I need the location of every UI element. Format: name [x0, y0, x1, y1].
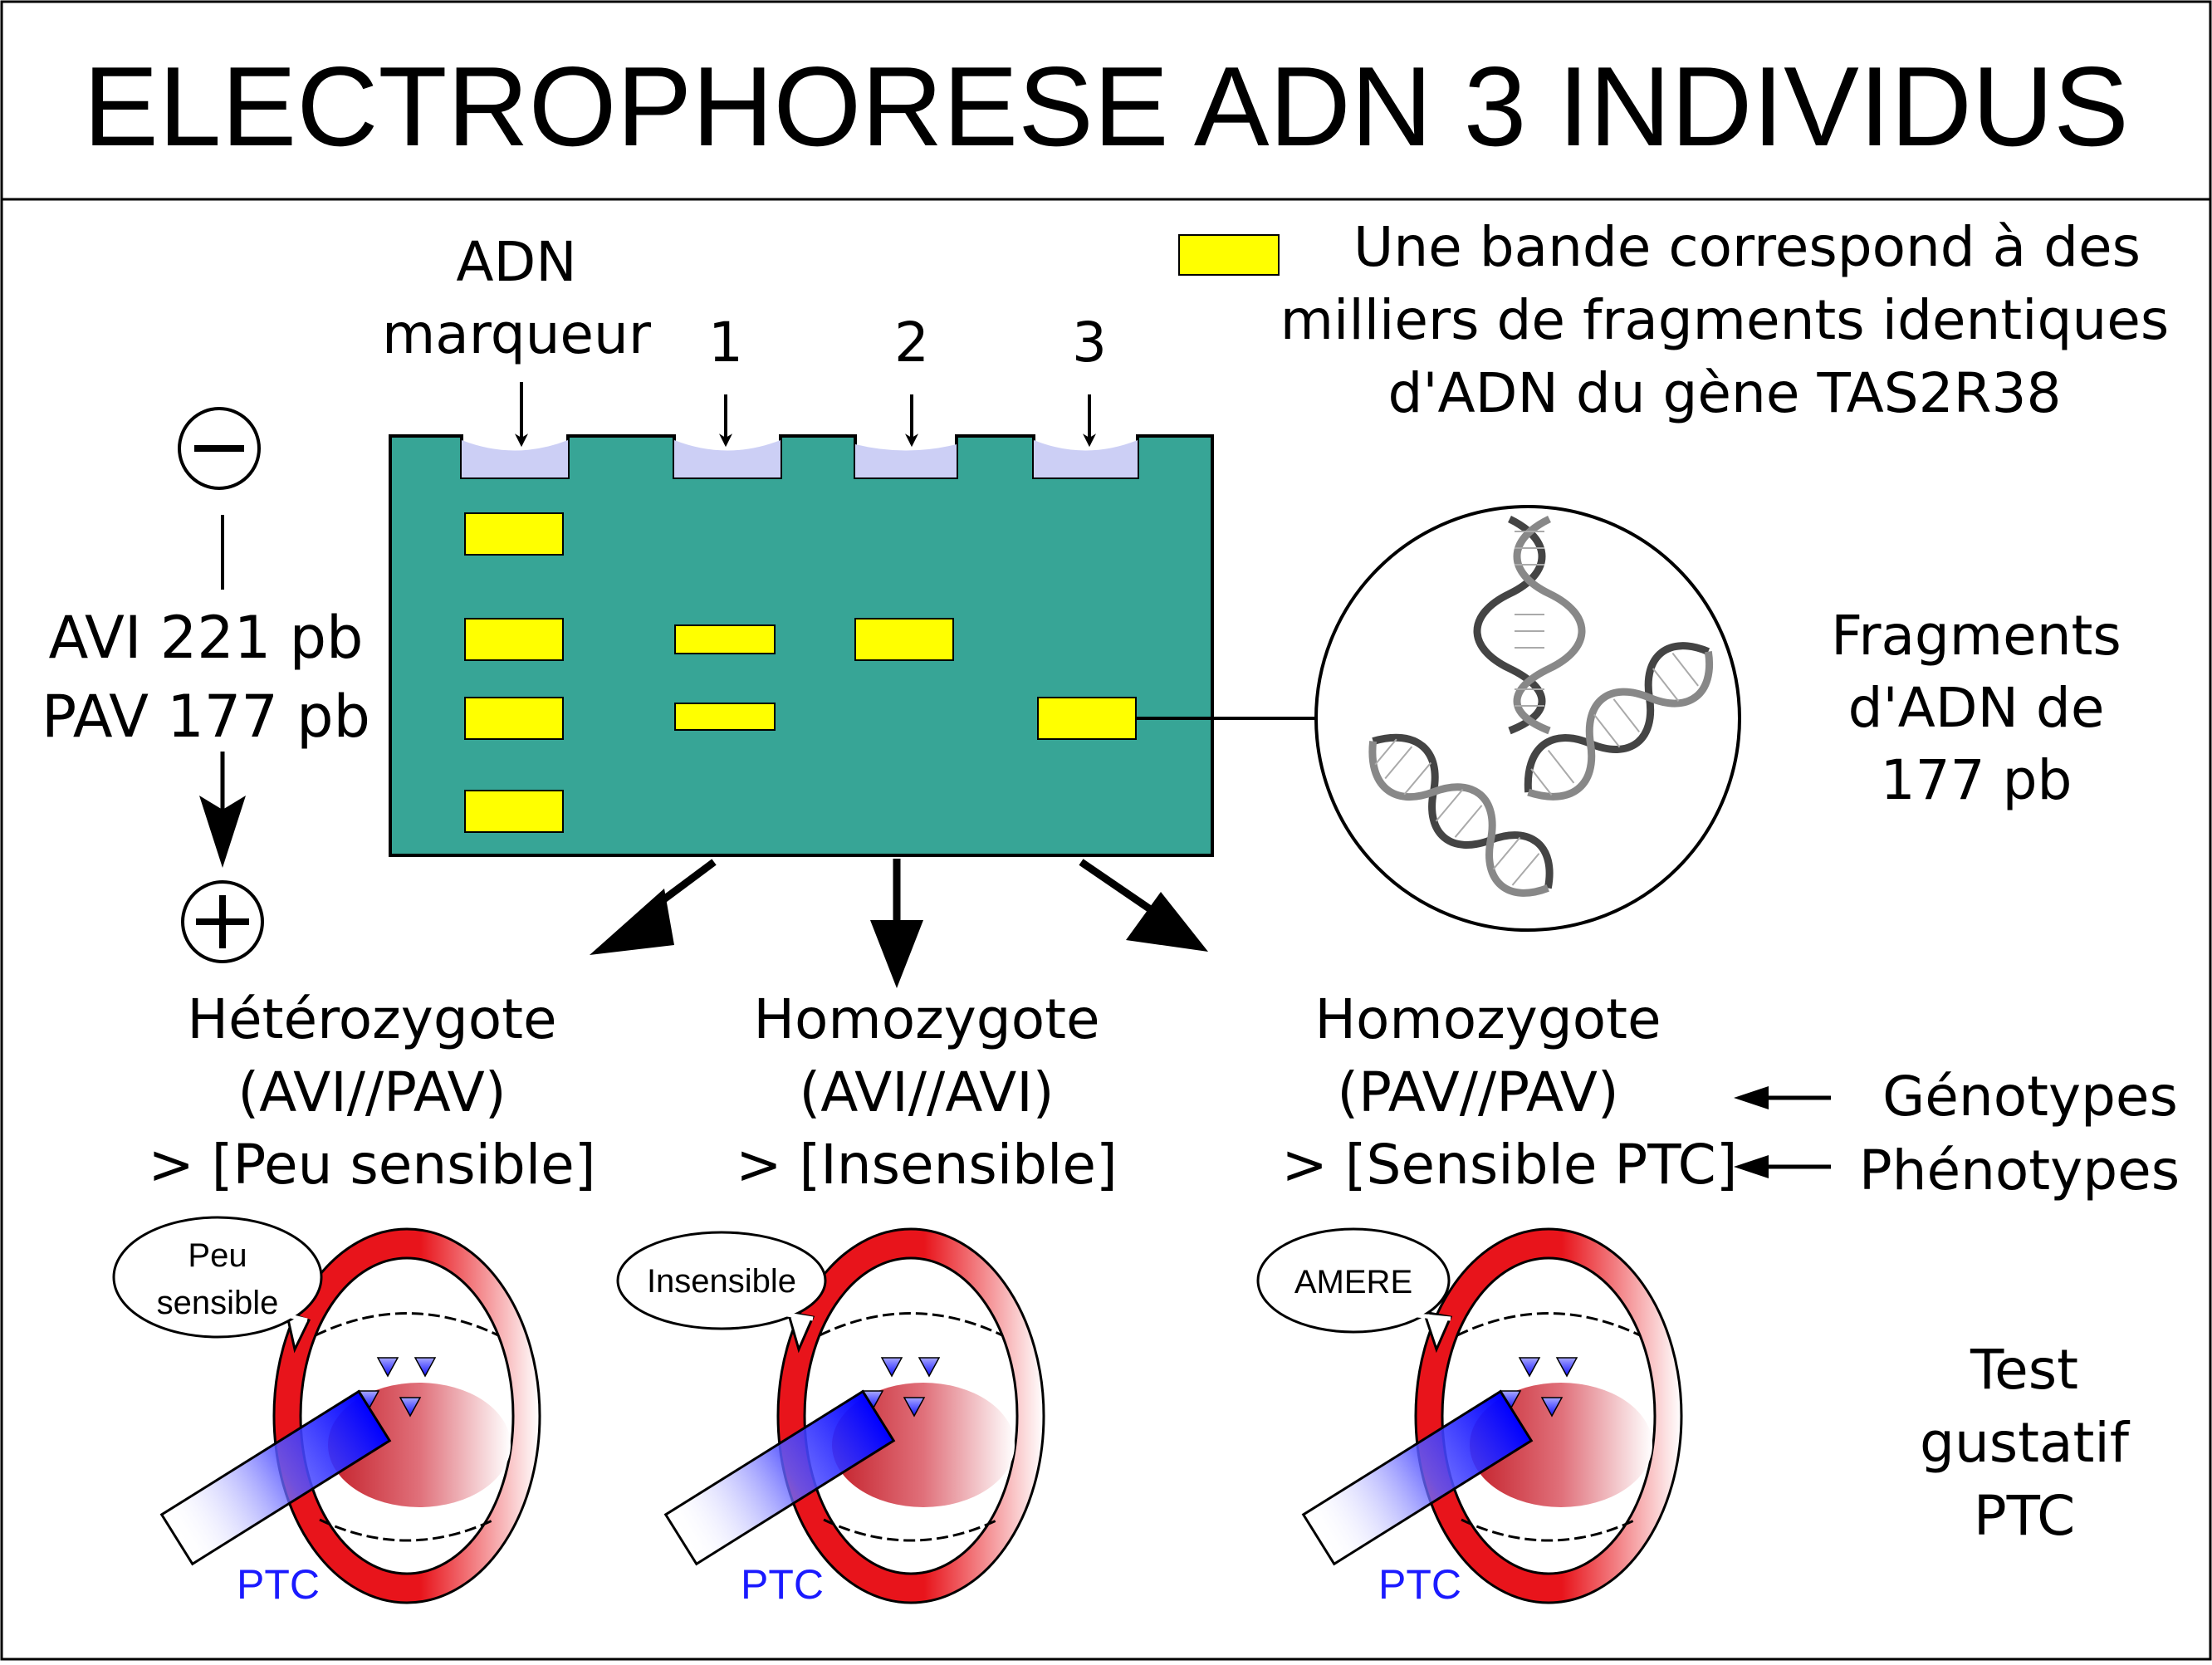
bubble-1-line-1: Peu	[188, 1237, 247, 1274]
bubble-1-line-2: sensible	[157, 1285, 279, 1321]
fragments-line-2: d'ADN de	[1848, 676, 2105, 740]
lane-2-label: 2	[894, 311, 929, 375]
dna-helix-icon	[1524, 642, 1714, 801]
ind3-line-1: Homozygote	[1314, 987, 1661, 1051]
legend-line-2: milliers de fragments identiques	[1280, 288, 2170, 352]
ptc-drops	[357, 1357, 437, 1418]
taste-test-1: PTC Peu sensible	[112, 1216, 541, 1608]
marker-band-pav	[464, 697, 564, 740]
fragments-line-3: 177 pb	[1881, 748, 2073, 812]
lane-2-band-avi	[854, 618, 954, 661]
dna-helix-icon	[1368, 733, 1554, 897]
speech-bubble-2: Insensible	[616, 1231, 827, 1354]
fragments-line-1: Fragments	[1831, 604, 2121, 668]
lane-1-band-avi	[674, 624, 776, 654]
marker-label-line-2: marqueur	[382, 302, 652, 366]
ptc-drops	[1499, 1357, 1578, 1418]
arrow-to-individual-2	[870, 920, 923, 988]
individual-texts: Hétérozygote (AVI//PAV) > [Peu sensible]…	[148, 987, 1737, 1197]
bubble-2-text: Insensible	[647, 1263, 796, 1300]
marker-well	[462, 440, 568, 477]
legend-line-3: d'ADN du gène TAS2R38	[1387, 361, 2061, 425]
lane-1-well	[674, 440, 781, 477]
genotypes-label: Génotypes	[1882, 1065, 2178, 1129]
dna-helix-icon	[1473, 515, 1586, 735]
migration-arrow-head	[199, 796, 246, 868]
lane-1-band-pav	[674, 703, 776, 731]
marker-band-avi	[464, 618, 564, 661]
well-arrows	[515, 382, 1096, 448]
speech-bubble-3: AMERE	[1256, 1227, 1453, 1354]
ind1-line-3: > [Peu sensible]	[148, 1133, 595, 1197]
mouth-icon	[272, 1227, 541, 1604]
ind2-line-2: (AVI//AVI)	[799, 1060, 1054, 1124]
bubble-3-text: AMERE	[1294, 1264, 1412, 1300]
ind2-line-1: Homozygote	[753, 987, 1099, 1051]
phenotypes-arrowhead	[1734, 1155, 1769, 1178]
taste-test-3: PTC AMERE	[1256, 1227, 1683, 1608]
ptc-strip	[1301, 1389, 1534, 1566]
ptc-label-1: PTC	[237, 1561, 320, 1608]
ind3-line-2: (PAV//PAV)	[1337, 1060, 1618, 1124]
ptc-label-2: PTC	[741, 1561, 824, 1608]
gel-bands	[464, 512, 1137, 833]
marker-band-bottom	[464, 790, 564, 833]
phenotypes-label: Phénotypes	[1859, 1139, 2180, 1202]
mouth-icon	[1414, 1227, 1683, 1604]
test-label-line-1: Test	[1970, 1338, 2078, 1402]
taste-test-2: PTC Insensible	[616, 1227, 1045, 1608]
avi-size-label: AVI 221 pb	[49, 604, 364, 672]
arrow-to-individual-1	[590, 889, 674, 955]
page-title: ELECTROPHORESE ADN 3 INDIVIDUS	[83, 43, 2129, 169]
ptc-strip	[159, 1389, 392, 1566]
marker-band-top	[464, 512, 564, 556]
ptc-label-3: PTC	[1378, 1561, 1461, 1608]
genotypes-arrowhead	[1734, 1086, 1769, 1109]
arrow-to-individual-3	[1126, 892, 1208, 952]
lane-3-well	[1034, 440, 1138, 477]
lane-3-band-pav	[1037, 697, 1137, 740]
ptc-drops	[861, 1357, 941, 1418]
speech-bubble-1: Peu sensible	[112, 1216, 323, 1354]
ptc-strip	[663, 1389, 896, 1566]
ind1-line-1: Hétérozygote	[187, 987, 556, 1051]
marker-label-line-1: ADN	[456, 230, 576, 294]
lane-2-well	[855, 444, 957, 477]
legend-band-swatch	[1178, 234, 1280, 276]
test-label-line-3: PTC	[1974, 1484, 2075, 1548]
ind3-line-3: > [Sensible PTC]	[1282, 1133, 1738, 1197]
genotype-arrows	[590, 859, 1208, 988]
pav-size-label: PAV 177 pb	[42, 683, 370, 751]
mouth-icon	[776, 1227, 1045, 1604]
test-label-line-2: gustatif	[1920, 1411, 2131, 1475]
lane-3-label: 3	[1072, 311, 1107, 375]
lane-1-label: 1	[708, 311, 743, 375]
legend-line-1: Une bande correspond à des	[1353, 215, 2141, 279]
ind1-line-2: (AVI//PAV)	[237, 1060, 506, 1124]
ind2-line-3: > [Insensible]	[736, 1133, 1117, 1197]
